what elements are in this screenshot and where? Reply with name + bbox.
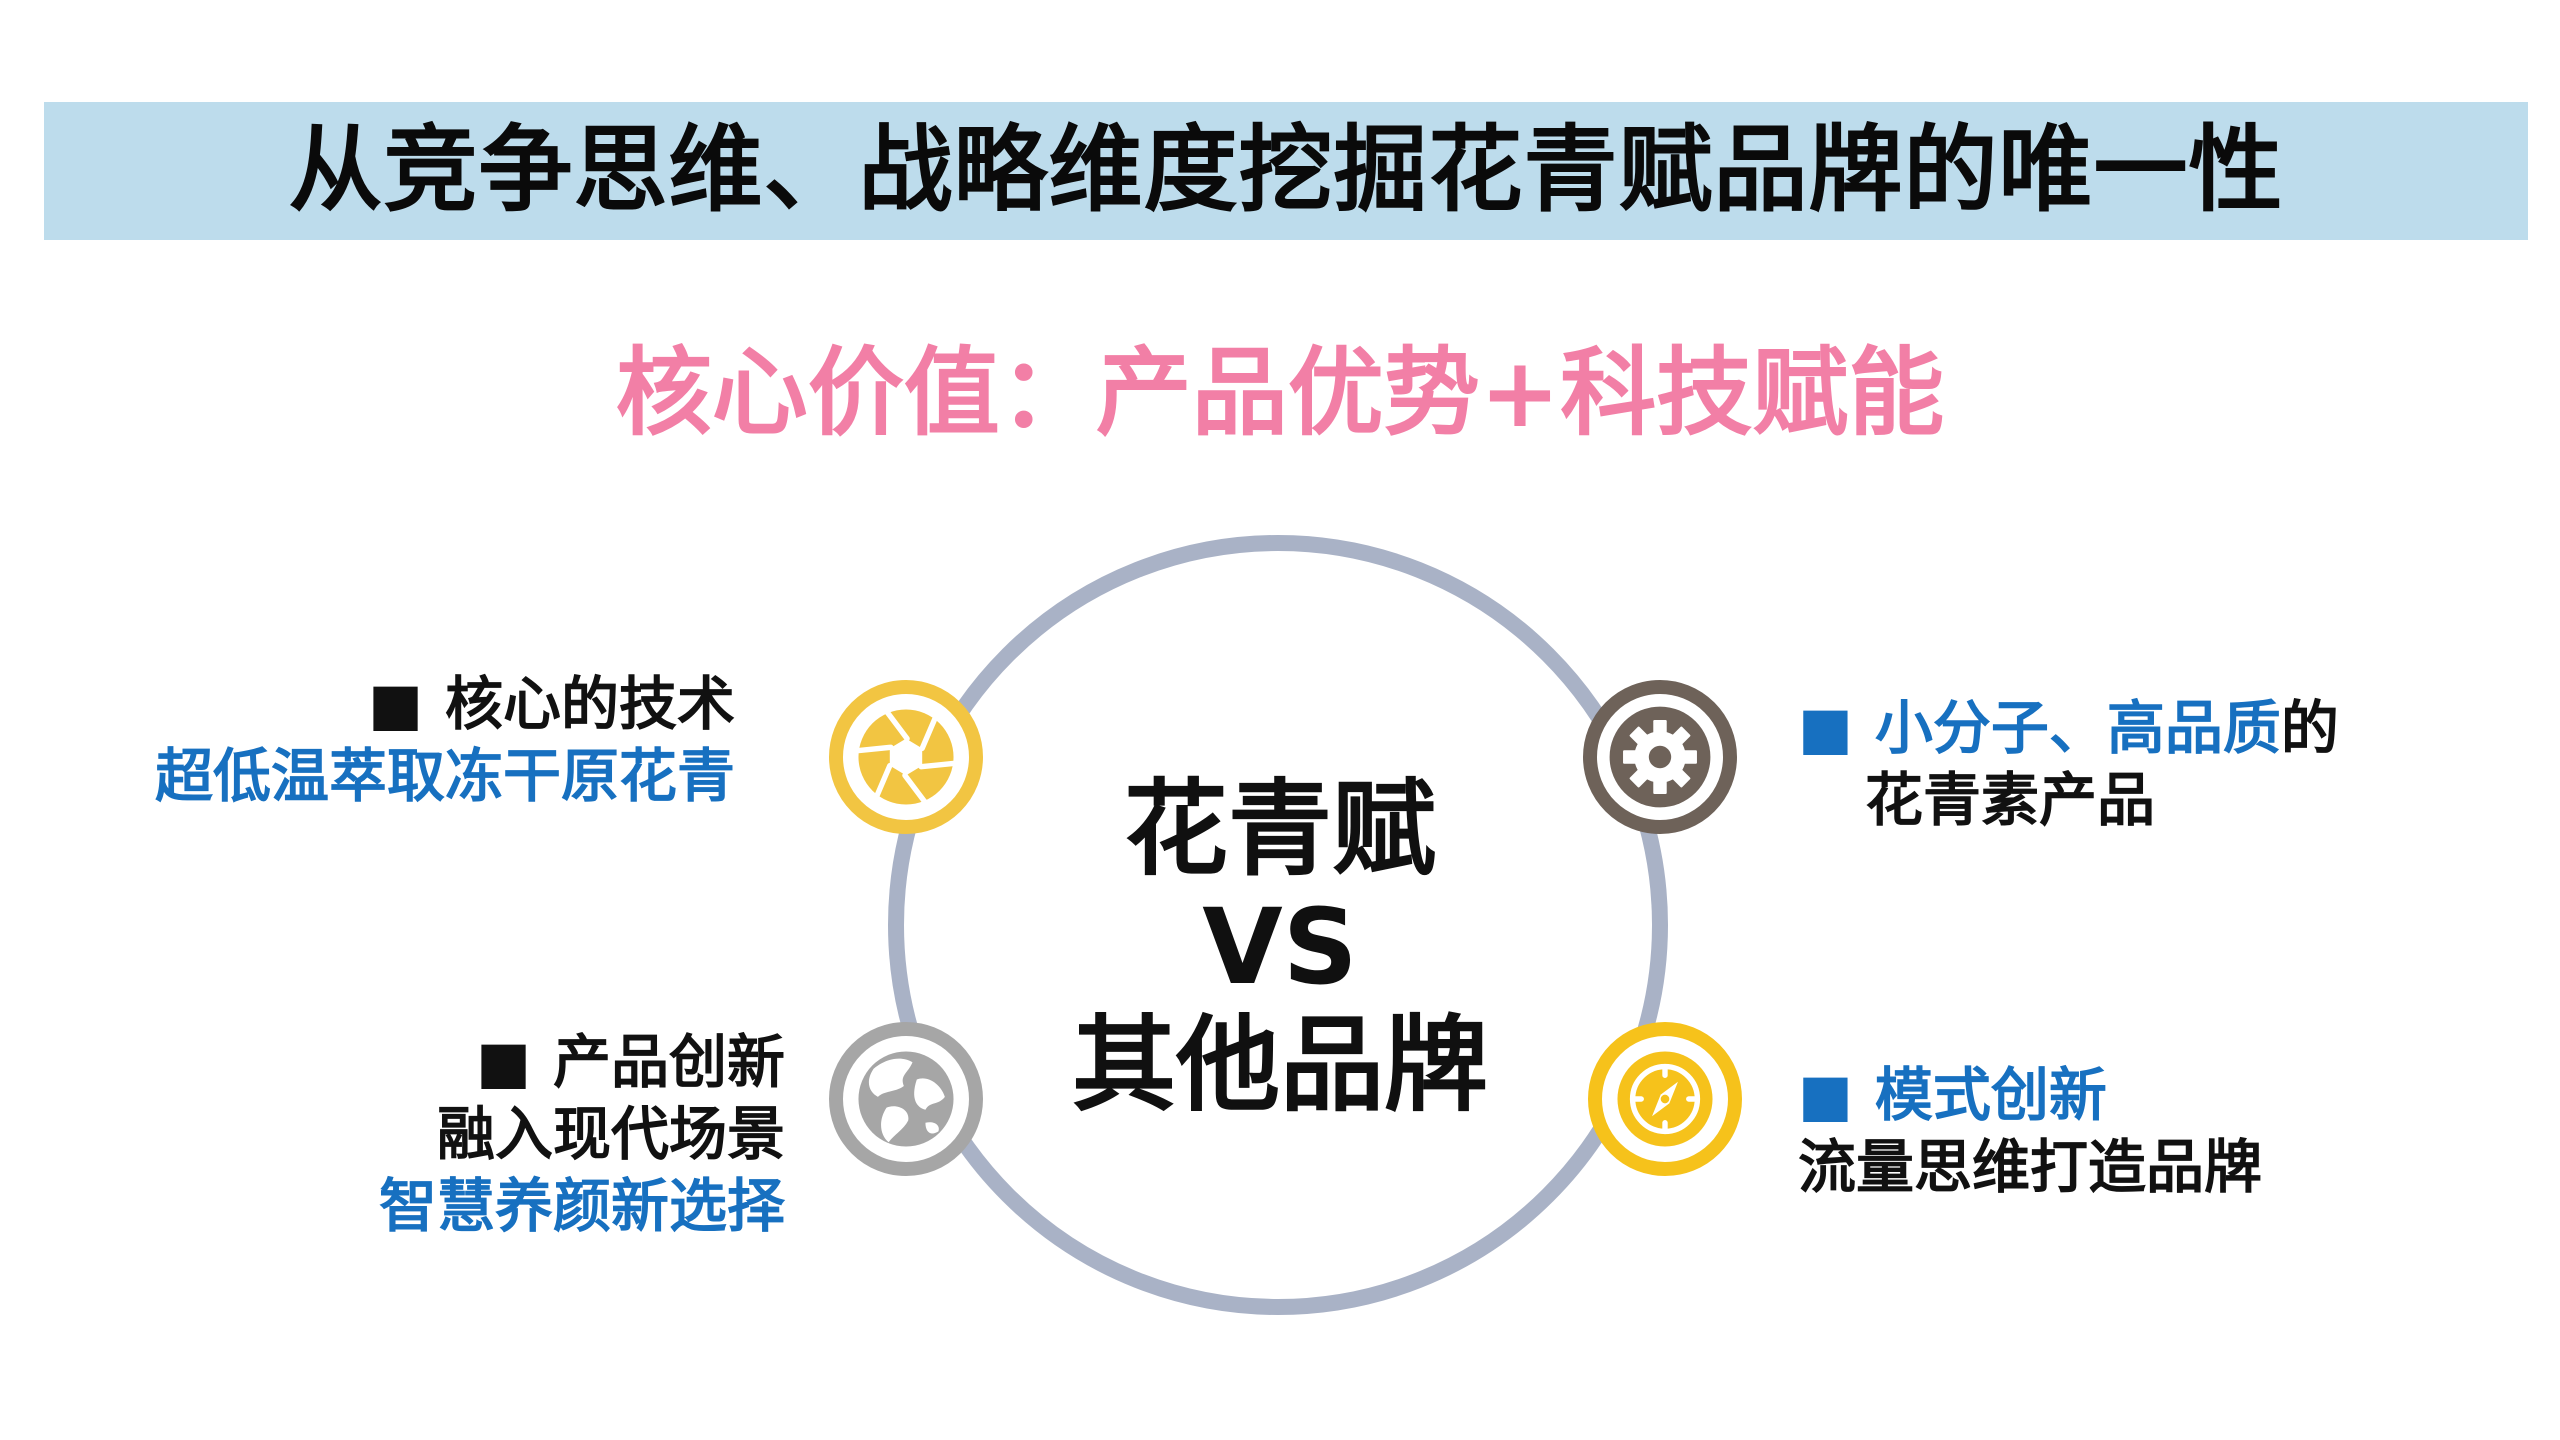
title-banner: 从竞争思维、战略维度挖掘花青赋品牌的唯一性 — [44, 102, 2528, 240]
bullet-square: ■ — [368, 670, 423, 738]
product-innovation-detail-1: 融入现代场景 — [436, 1100, 785, 1168]
bullet-square: ■ — [1798, 694, 1853, 762]
product-innovation-detail-2: 智慧养颜新选择 — [378, 1172, 785, 1240]
model-innovation-item: ■模式创新 流量思维打造品牌 — [1798, 1059, 2262, 1203]
center-comparison: 花青赋 VS 其他品牌 — [1000, 770, 1560, 1124]
center-others: 其他品牌 — [1071, 1004, 1488, 1126]
model-innovation-detail: 流量思维打造品牌 — [1798, 1133, 2263, 1201]
bullet-square: ■ — [1798, 1061, 1853, 1129]
core-value-subtitle: 核心价值：产品优势+科技赋能 — [615, 337, 1945, 449]
product-innovation-heading: ■产品创新 — [476, 1028, 785, 1096]
core-technology-heading: ■核心的技术 — [368, 670, 735, 738]
center-brand: 花青赋 — [1123, 768, 1436, 890]
center-vs: VS — [1202, 886, 1358, 1008]
product-innovation-item: ■产品创新 融入现代场景 智慧养颜新选择 — [379, 1026, 785, 1242]
bullet-square: ■ — [476, 1028, 531, 1096]
model-innovation-heading: ■模式创新 — [1798, 1061, 2107, 1129]
globe-icon — [829, 1022, 983, 1176]
page-title: 从竞争思维、战略维度挖掘花青赋品牌的唯一性 — [288, 116, 2284, 225]
small-molecule-heading: ■小分子、高品质的 — [1798, 694, 2339, 762]
core-technology-item: ■核心的技术 超低温萃取冻干原花青 — [155, 668, 735, 812]
small-molecule-item: ■小分子、高品质的 花青素产品 — [1798, 692, 2339, 836]
gear-icon — [1583, 680, 1737, 834]
compass-icon — [1588, 1022, 1742, 1176]
aperture-icon — [829, 680, 983, 834]
core-technology-detail: 超低温萃取冻干原花青 — [154, 742, 735, 810]
small-molecule-detail: 花青素产品 — [1865, 766, 2156, 834]
